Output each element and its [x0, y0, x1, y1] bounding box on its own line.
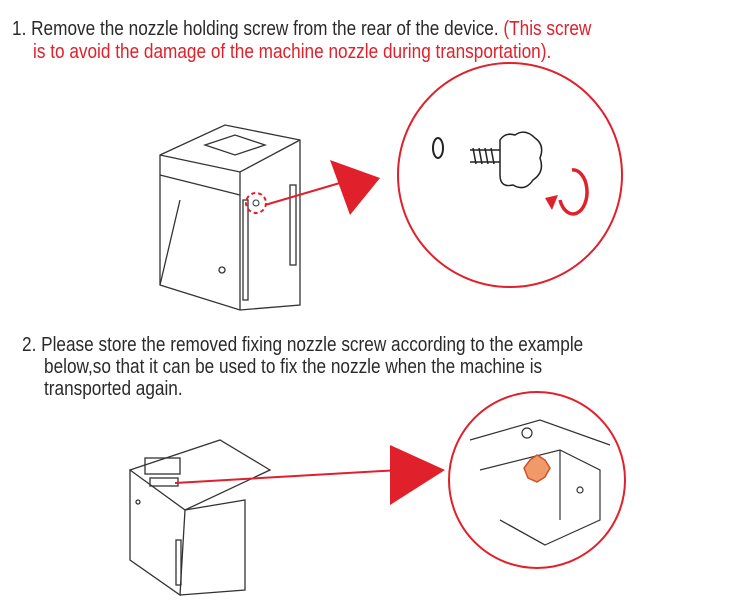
- arrow-icon-2: [174, 445, 445, 505]
- storage-detail-circle: [448, 391, 626, 569]
- step2-text: Please store the removed fixing nozzle s…: [41, 334, 584, 356]
- step2-number: 2.: [22, 334, 37, 356]
- step1-line1: 1. Remove the nozzle holding screw from …: [12, 18, 591, 40]
- screw-highlight-circle: [245, 192, 267, 214]
- screw-detail-circle: [397, 62, 623, 288]
- step1-number: 1.: [12, 18, 27, 40]
- step2-line1: 2. Please store the removed fixing nozzl…: [22, 334, 583, 356]
- machine-front-illustration: [128, 439, 272, 597]
- rotate-icon: [558, 168, 589, 216]
- step2-line3: transported again.: [44, 378, 183, 400]
- machine-rear-illustration: [159, 124, 301, 311]
- step1-note-continued: is to avoid the damage of the machine no…: [33, 41, 552, 63]
- step2-line2: below,so that it can be used to fix the …: [44, 356, 543, 378]
- step1-text: Remove the nozzle holding screw from the…: [31, 18, 499, 40]
- arrow-icon-1: [264, 160, 380, 215]
- stored-screw-icon: [523, 454, 551, 483]
- step1-note: (This screw: [503, 18, 592, 40]
